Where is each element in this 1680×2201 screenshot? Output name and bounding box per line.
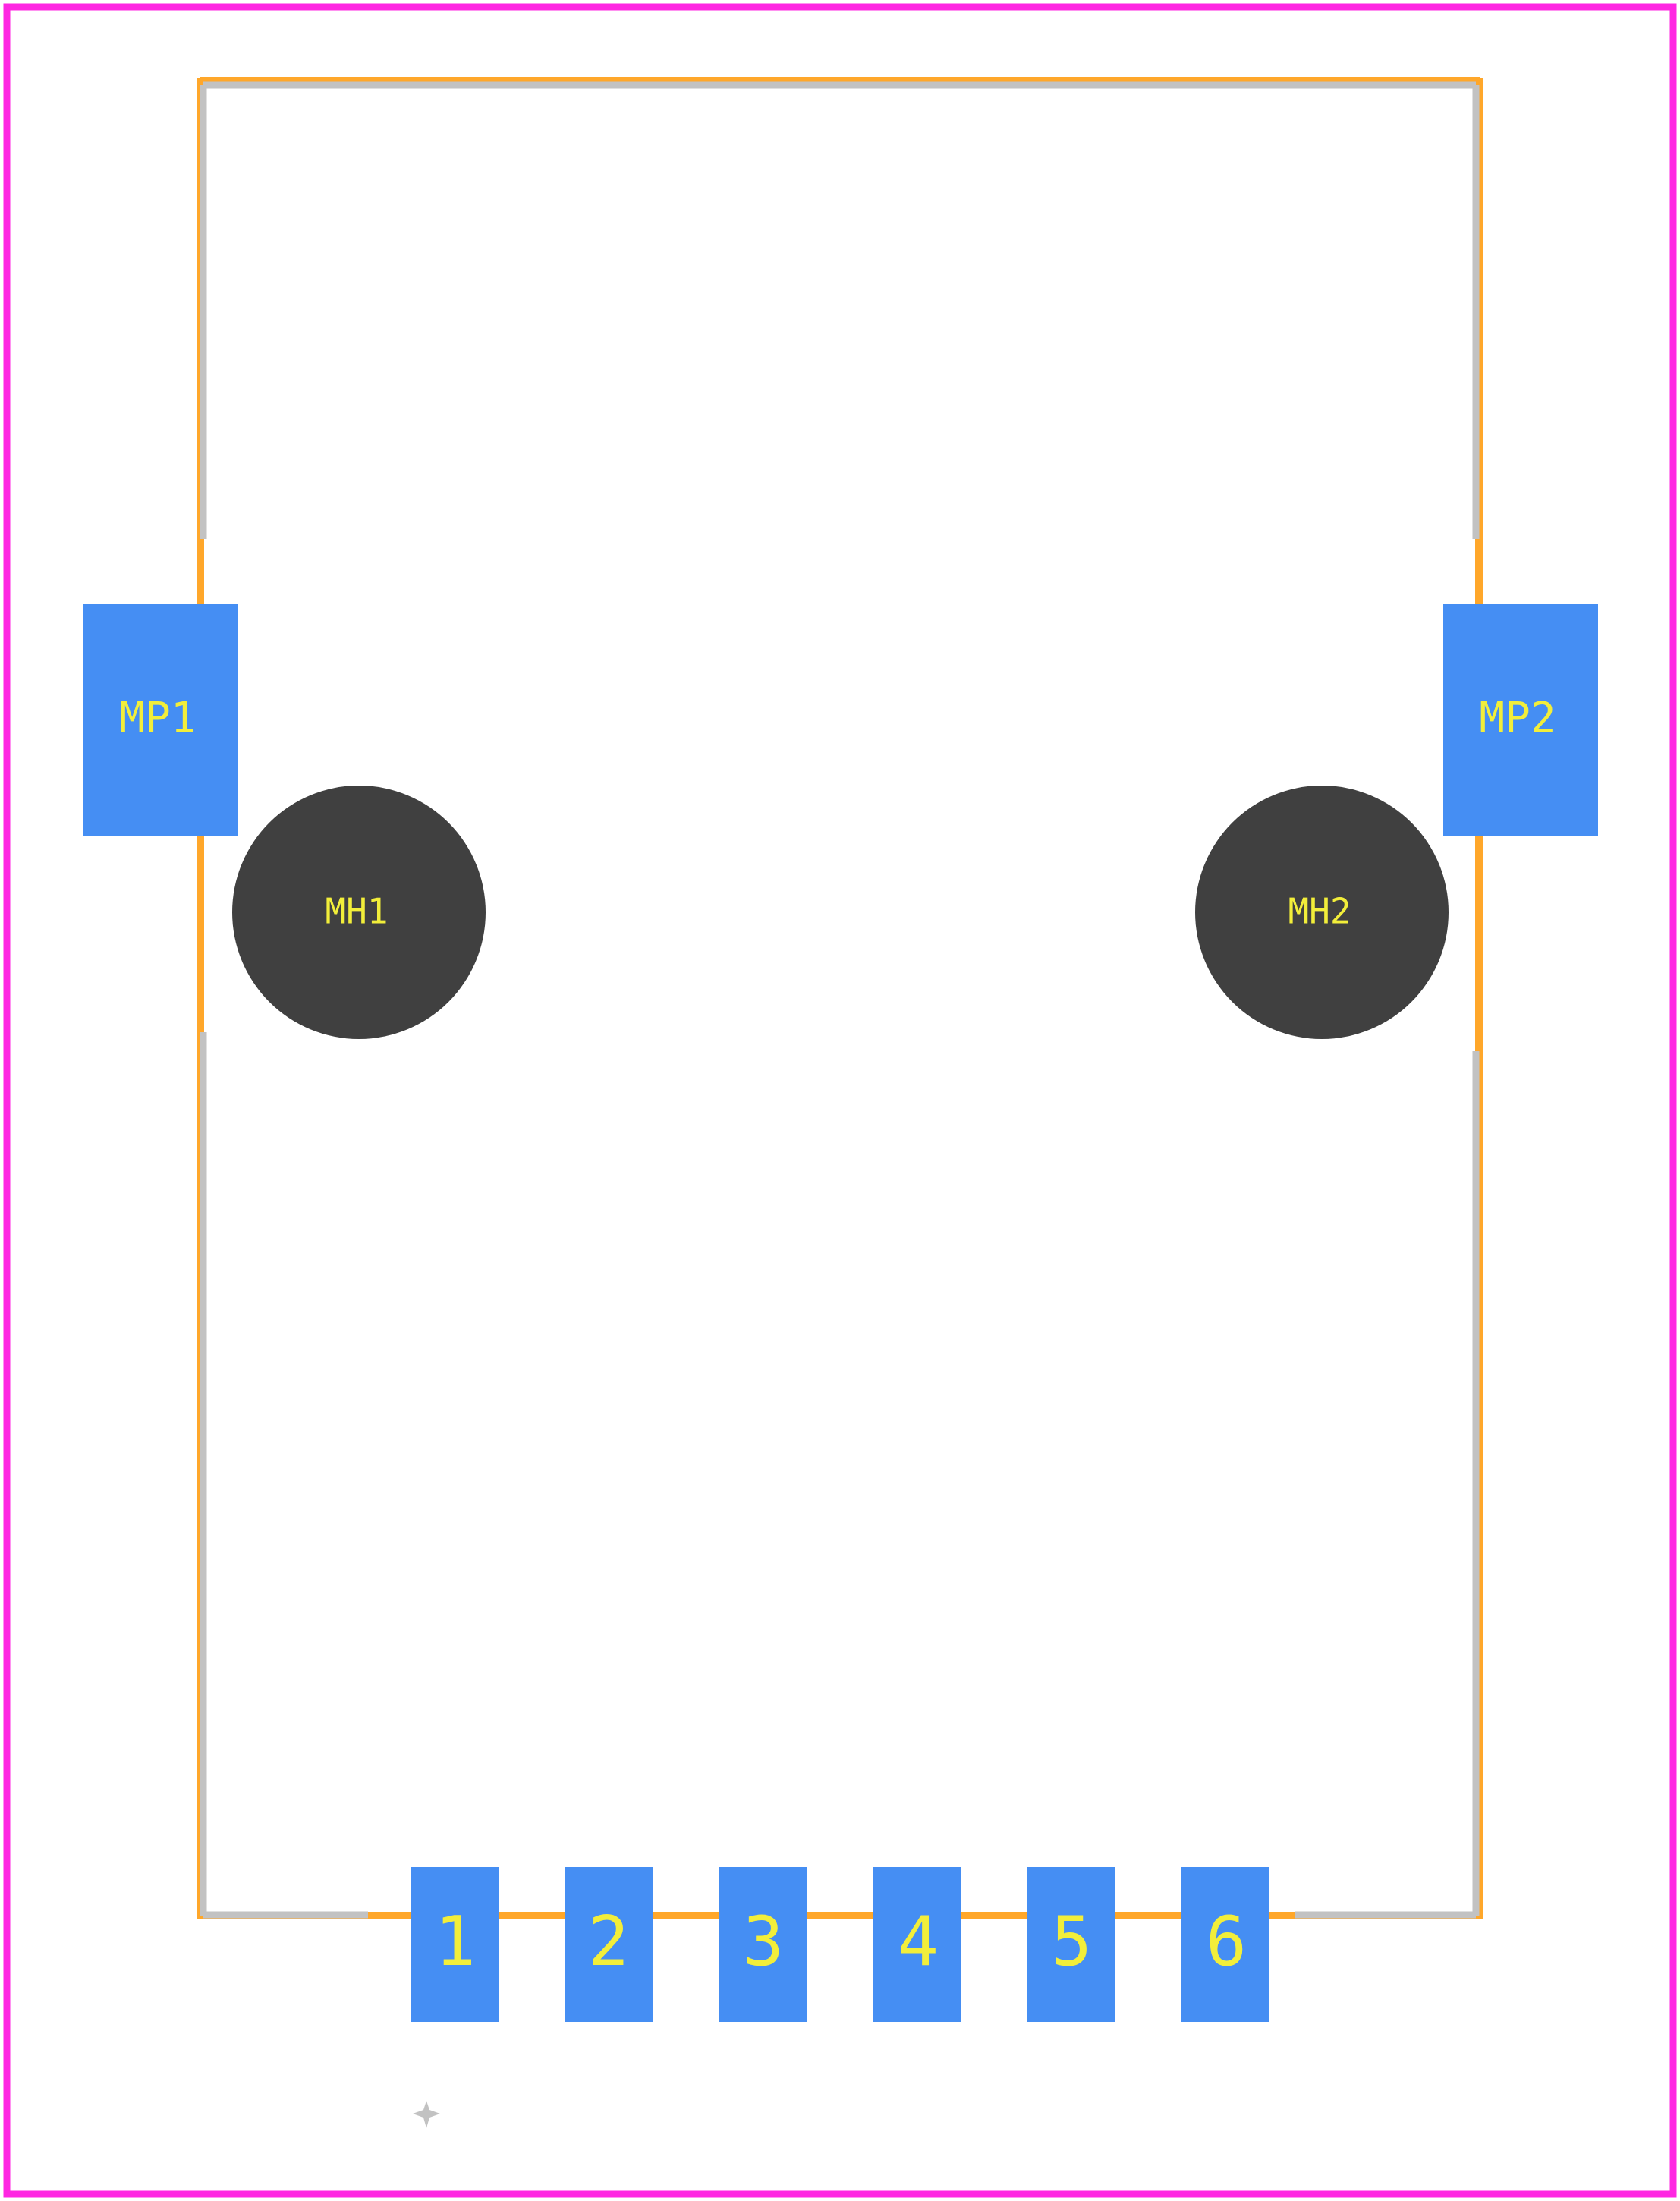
pad-shape bbox=[873, 1867, 961, 2022]
pad-shape bbox=[411, 1867, 499, 2022]
pad-shape bbox=[1443, 604, 1598, 836]
pad-shape bbox=[565, 1867, 653, 2022]
hole-label: MH2 bbox=[1288, 891, 1351, 932]
mounting-pad-mp2: MP2 bbox=[1443, 604, 1598, 836]
pad-label: 3 bbox=[743, 1902, 784, 1982]
hole-label: MH1 bbox=[325, 891, 388, 932]
pad-label: 4 bbox=[898, 1902, 939, 1982]
pad-label: MP2 bbox=[1479, 694, 1556, 743]
pad-label: 6 bbox=[1206, 1902, 1247, 1982]
courtyard-outline bbox=[3, 3, 1677, 2198]
hole-shape bbox=[232, 786, 486, 1039]
pin-pad-6: 6 bbox=[1181, 1867, 1269, 2022]
pad-shape bbox=[1181, 1867, 1269, 2022]
mounting-hole-mh2: MH2 bbox=[1195, 786, 1449, 1039]
pad-shape bbox=[719, 1867, 807, 2022]
pin-pad-3: 3 bbox=[719, 1867, 807, 2022]
pin-pad-5: 5 bbox=[1027, 1867, 1115, 2022]
mounting-hole-mh1: MH1 bbox=[232, 786, 486, 1039]
pad-label: MP1 bbox=[119, 694, 196, 743]
crosshair-icon bbox=[413, 2101, 440, 2128]
pin-pad-2: 2 bbox=[565, 1867, 653, 2022]
hole-shape bbox=[1195, 786, 1449, 1039]
pin-pad-1: 1 bbox=[411, 1867, 499, 2022]
pad-shape bbox=[83, 604, 238, 836]
pin-pad-4: 4 bbox=[873, 1867, 961, 2022]
silkscreen-outline bbox=[200, 81, 1480, 1919]
mounting-pad-mp1: MP1 bbox=[83, 604, 238, 836]
pad-label: 1 bbox=[435, 1902, 476, 1982]
pad-shape bbox=[1027, 1867, 1115, 2022]
pad-label: 5 bbox=[1051, 1902, 1092, 1982]
pad-label: 2 bbox=[588, 1902, 629, 1982]
